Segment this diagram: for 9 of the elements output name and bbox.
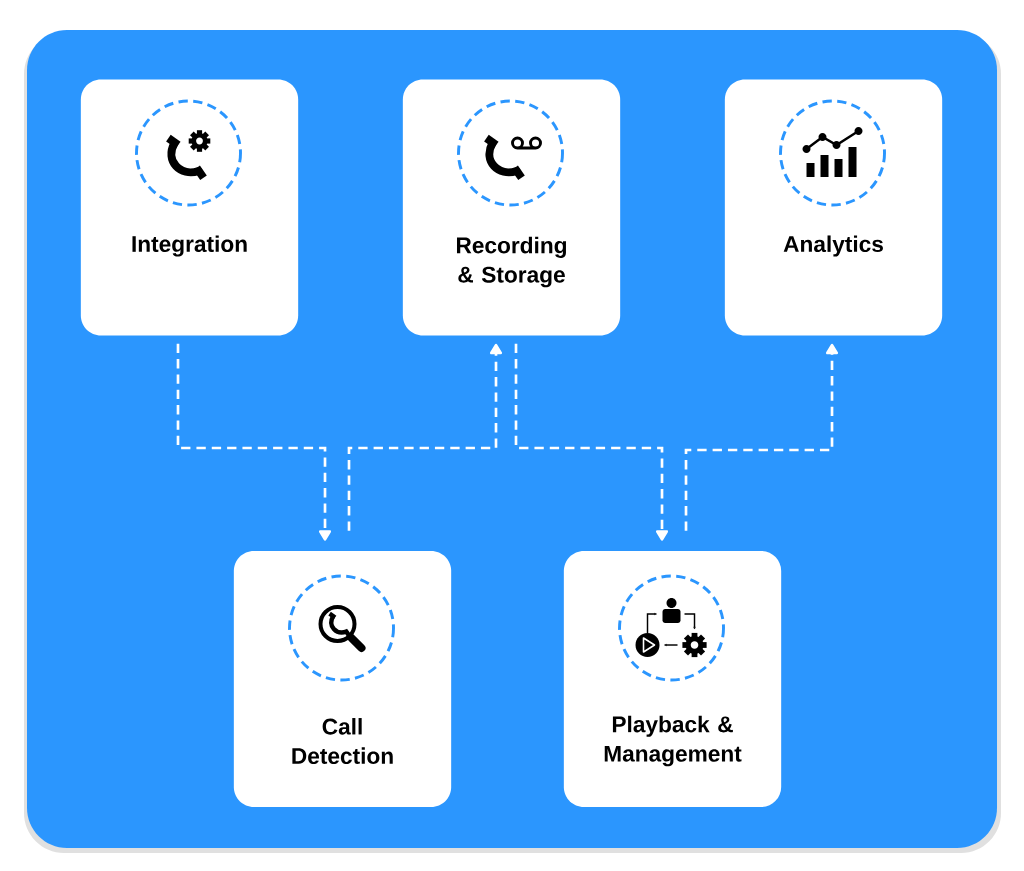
arrow	[514, 343, 669, 541]
process-box: Call Detection	[233, 551, 452, 807]
process-box: Recording & Storage	[402, 79, 621, 336]
process-box: Playback & Management	[563, 551, 782, 807]
arrow	[176, 343, 332, 541]
process-box: Integration	[80, 79, 299, 336]
arrow	[347, 343, 503, 531]
arrow	[684, 343, 839, 531]
process-box: Analytics	[724, 79, 943, 336]
